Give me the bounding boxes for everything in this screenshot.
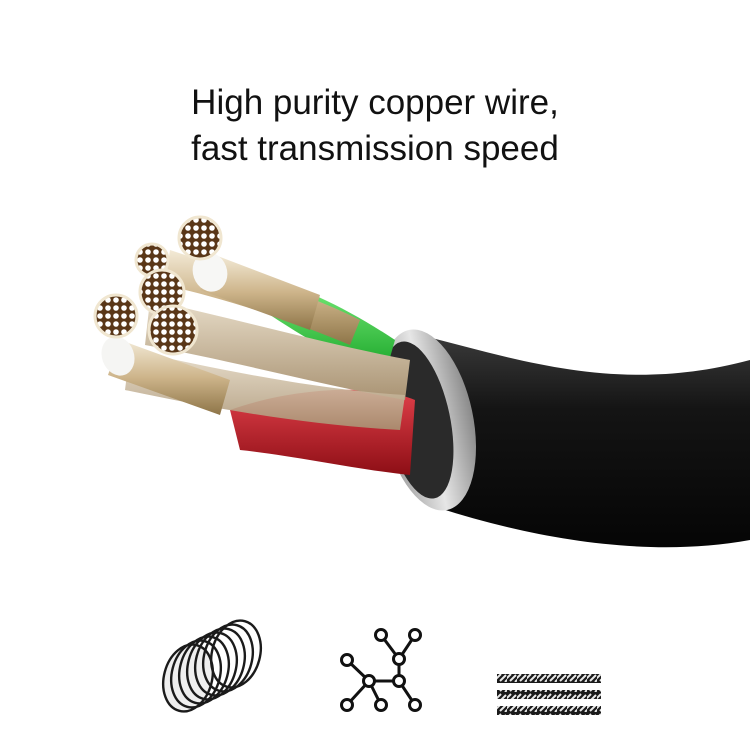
headline-line-2: fast transmission speed — [191, 129, 559, 168]
cable-cutaway-illustration — [93, 215, 750, 548]
network-nodes-icon — [340, 628, 422, 712]
braided-lines-icon — [497, 674, 601, 715]
coiled-strands-icon — [162, 619, 262, 713]
headline-line-1: High purity copper wire, — [191, 83, 559, 122]
